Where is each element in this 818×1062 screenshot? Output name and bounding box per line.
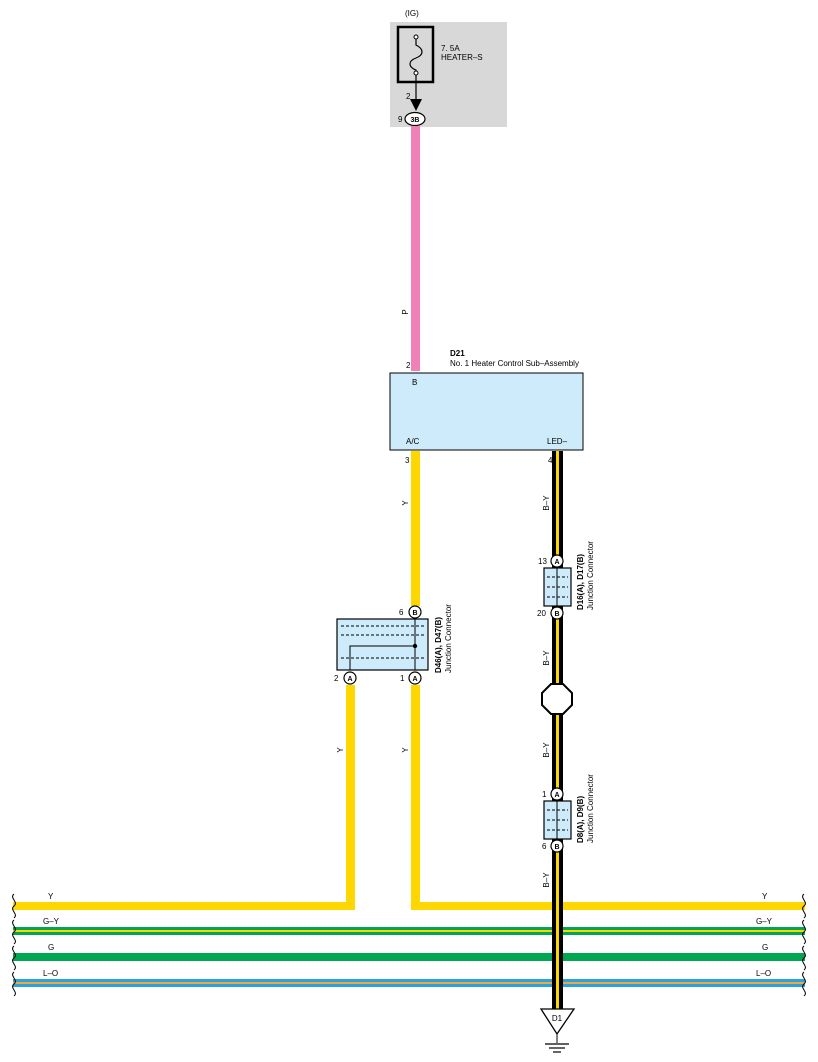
- jc-d46-link: [349, 645, 416, 670]
- wire-pink-label: P: [401, 309, 410, 314]
- junction-connector-d16: A 13 B 20 D16(A), D17(B) Junction Connec…: [537, 541, 595, 620]
- wire-led-label: B–Y: [542, 495, 551, 511]
- jc-d8-type: Junction Connector: [586, 774, 595, 843]
- heater-control-sub-assembly: D21 No. 1 Heater Control Sub–Assembly 2 …: [389, 349, 584, 465]
- bus-yellow-left: [13, 902, 355, 910]
- bus-blue-orange-stripe: [13, 982, 805, 984]
- pin-b-label: B: [412, 378, 417, 387]
- fuse-block: (IG) 7. 5A HEATER–S 2 3B 9: [390, 9, 507, 127]
- bus-green-label-left: G: [48, 943, 54, 952]
- jc-d8-top-conn-label: A: [554, 792, 559, 799]
- jc-d16-id: D16(A), D17(B): [576, 554, 585, 610]
- jc-d8-bottom-conn-label: B: [554, 844, 559, 851]
- wire-right-drop-yellow: [411, 685, 420, 910]
- pin-ac-label: A/C: [406, 437, 420, 446]
- fuse-icon: [409, 38, 423, 72]
- fuse-terminal-top: [413, 34, 419, 40]
- jc-d16-bottom-conn: [550, 606, 564, 620]
- jc-d16-bottom-pin: 20: [537, 609, 546, 618]
- arrow-down-icon: [410, 99, 422, 111]
- fuse-rating: 7. 5A: [441, 44, 460, 53]
- bus-green-yellow-label-right: G–Y: [756, 917, 773, 926]
- ground-label: D1: [552, 1014, 563, 1023]
- pin-led-label: LED–: [547, 437, 568, 446]
- ground-d1: D1: [539, 1008, 576, 1053]
- bus-blue-orange-label-right: L–O: [756, 969, 771, 978]
- jc-d8-bottom-pin: 6: [542, 842, 547, 851]
- wire-led-by-stripe: [556, 451, 559, 1009]
- jc-d16-top-pin: 13: [538, 557, 547, 566]
- bus-green-wire: [13, 953, 805, 961]
- wire-ac-label: Y: [401, 500, 410, 506]
- wire-led-bottom-label: B–Y: [542, 872, 551, 888]
- pin-ac-number: 3: [405, 456, 410, 465]
- jc-d46-top-pin: 6: [399, 608, 404, 617]
- bus-yellow-label-left: Y: [48, 892, 54, 901]
- jc-d46-right-conn-label: A: [412, 676, 417, 683]
- bus-yellow-label-right: Y: [762, 892, 768, 901]
- bus-green-yellow-stripe: [13, 930, 805, 932]
- connector-3b: [404, 111, 426, 127]
- fuse-pin-in: 2: [406, 92, 411, 101]
- jc-d46-left-conn: [343, 671, 357, 685]
- jc-d46-left-pin: 2: [334, 674, 339, 683]
- break-marks-left: [12, 893, 16, 997]
- wire-led-mid-label: B–Y: [542, 650, 551, 666]
- jc-d16-top-conn: [550, 554, 564, 568]
- component-name: No. 1 Heater Control Sub–Assembly: [450, 359, 579, 368]
- jc-d8-id: D8(A), D9(B): [576, 796, 585, 843]
- bus-green-yellow: G–Y G–Y: [13, 917, 805, 935]
- jc-d46-top-conn-label: B: [412, 610, 417, 617]
- jc-d46-type: Junction Connector: [444, 604, 453, 673]
- jc-d46-left-conn-label: A: [347, 676, 352, 683]
- jc-d16-type: Junction Connector: [586, 541, 595, 610]
- wire-pink: [411, 126, 420, 371]
- component-id: D21: [450, 349, 465, 358]
- bus-green: G G: [13, 943, 805, 961]
- component-body: [389, 372, 584, 451]
- bus-blue-orange-label-left: L–O: [43, 969, 58, 978]
- bus-green-label-right: G: [762, 943, 768, 952]
- jc-d16-bottom-conn-label: B: [554, 611, 559, 618]
- wire-left-drop-yellow: [346, 685, 355, 910]
- bus-yellow-right: [411, 902, 805, 910]
- junction-connector-d46: B 6 A 2 A 1 D46(A), D47(B) Junction Conn…: [334, 604, 453, 685]
- fuse-terminal-bottom: [413, 70, 419, 76]
- jc-d46-right-conn: [408, 671, 422, 685]
- ground-triangle-icon: [539, 1008, 576, 1036]
- jc-d46-right-pin: 1: [400, 674, 405, 683]
- wire-led-by-over-bus-stripe: [556, 896, 559, 1009]
- splice-octagon-icon: [541, 683, 573, 715]
- wire-left-drop-label: Y: [336, 747, 345, 753]
- fuse-panel: [390, 22, 507, 127]
- break-marks-right: [802, 893, 806, 997]
- connector-3b-label: 3B: [411, 117, 420, 124]
- jc-d46-id: D46(A), D47(B): [434, 617, 443, 673]
- pin-led-number: 4: [548, 456, 553, 465]
- jc-d46-top-conn: [408, 605, 422, 619]
- jc-d46-body: [336, 618, 429, 671]
- wire-right-drop-label: Y: [401, 747, 410, 753]
- fuse-power-source: (IG): [405, 9, 419, 18]
- wire-ac-yellow: [411, 451, 420, 606]
- jc-d16-top-conn-label: A: [554, 559, 559, 566]
- jc-d8-top-conn: [550, 787, 564, 801]
- bus-blue-orange: L–O L–O: [13, 969, 805, 987]
- bus-yellow: Y Y: [13, 892, 805, 910]
- pin-b-number: 2: [406, 361, 411, 370]
- connector-3b-pin: 9: [398, 115, 403, 124]
- jc-d8-bottom-conn: [550, 839, 564, 853]
- fuse-name: HEATER–S: [441, 53, 483, 62]
- jc-d8-top-pin: 1: [542, 790, 547, 799]
- bus-green-yellow-label-left: G–Y: [43, 917, 60, 926]
- junction-connector-d8: A 1 B 6 D8(A), D9(B) Junction Connector: [542, 774, 595, 853]
- wire-led-low-label: B–Y: [542, 742, 551, 758]
